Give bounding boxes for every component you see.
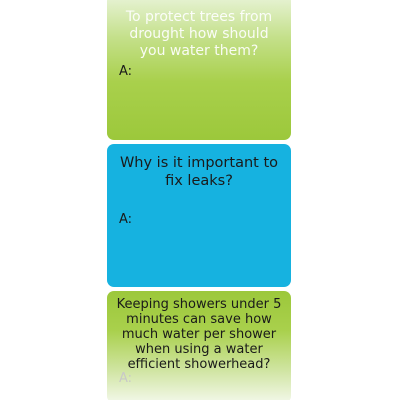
question-card-leaks: Why is it important to fix leaks? A:: [107, 144, 291, 287]
answer-label: A:: [119, 64, 133, 79]
question-text: Why is it important to fix leaks?: [119, 155, 279, 189]
question-text: Keeping showers under 5 minutes can save…: [116, 297, 282, 372]
question-card-trees: To protect trees from drought how should…: [107, 0, 291, 140]
answer-label: A:: [119, 371, 133, 386]
answer-label: A:: [119, 212, 133, 227]
question-card-showers: Keeping showers under 5 minutes can save…: [107, 291, 291, 400]
question-text: To protect trees from drought how should…: [125, 9, 273, 59]
